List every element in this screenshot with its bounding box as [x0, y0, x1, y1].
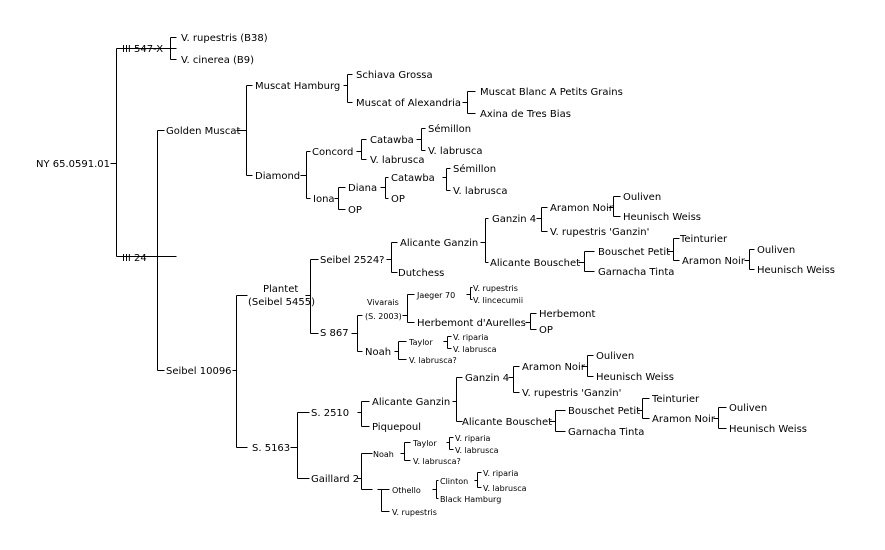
node-semillon-2: Sémillon: [453, 163, 496, 175]
node-aramon-noir-4: Aramon Noir: [652, 414, 716, 425]
node-labrusca-2: V. labrusca: [370, 155, 424, 166]
node-op-1: OP: [391, 194, 405, 205]
node-catawba-1: Catawba: [370, 135, 414, 146]
node-labrusca-5: V. labrusca: [455, 446, 499, 455]
node-diamond: Diamond: [255, 171, 300, 182]
node-jaeger70: Jaeger 70: [416, 291, 455, 300]
node-labrusca-6: V. labrusca: [483, 484, 527, 493]
node-aramon-noir-2: Aramon Noir: [682, 256, 746, 267]
node-ouliven-2: Ouliven: [757, 245, 795, 256]
node-piquepoul: Piquepoul: [372, 422, 421, 433]
node-noah-1: Noah: [365, 347, 391, 358]
node-taylor-1: Taylor: [408, 338, 433, 347]
node-ouliven-3: Ouliven: [596, 351, 634, 362]
node-ouliven-4: Ouliven: [729, 403, 767, 414]
node-ouliven-1: Ouliven: [623, 192, 661, 203]
node-muscat-blanc: Muscat Blanc A Petits Grains: [480, 87, 623, 98]
node-labrusca-q-1: V. labrusca?: [409, 356, 457, 365]
node-catawba-2: Catawba: [391, 173, 435, 184]
tree-connectors: [110, 37, 755, 512]
node-rupestris-b38: V. rupestris (B38): [181, 33, 268, 44]
node-alicante-bouschet-1: Alicante Bouschet: [490, 258, 580, 269]
tree-labels: NY 65.0591.01 III 547-X V. rupestris (B3…: [36, 33, 835, 517]
node-s2510: S. 2510: [311, 408, 349, 419]
node-garnacha-1: Garnacha Tinta: [598, 267, 674, 278]
node-clinton: Clinton: [440, 477, 468, 486]
node-root: NY 65.0591.01: [36, 159, 110, 170]
node-rupestris-2: V. rupestris: [473, 284, 518, 293]
node-teinturier-2: Teinturier: [651, 394, 700, 405]
node-herbemont-aurelles: Herbemont d'Aurelles: [417, 318, 526, 329]
node-diana: Diana: [348, 183, 377, 194]
node-othello: Othello: [392, 486, 421, 495]
node-s5163: S. 5163: [252, 443, 290, 454]
node-op-3: OP: [539, 325, 553, 336]
node-labrusca-q-2: V. labrusca?: [413, 457, 461, 466]
node-rupestris-3: V. rupestris: [392, 508, 437, 517]
node-concord: Concord: [312, 147, 353, 158]
node-taylor-2: Taylor: [412, 439, 437, 448]
node-vivarais-subtitle: (S. 2003): [365, 312, 402, 321]
node-dutchess: Dutchess: [398, 268, 444, 279]
node-muscat-alexandria: Muscat of Alexandria: [356, 98, 461, 109]
node-herbemont: Herbemont: [539, 309, 595, 320]
node-iii547x: III 547-X: [122, 44, 163, 55]
node-op-2: OP: [348, 205, 362, 216]
node-lincecumii: V. lincecumii: [473, 296, 523, 305]
node-alicante-ganzin-1: Alicante Ganzin: [400, 238, 478, 249]
node-s867: S 867: [320, 328, 349, 339]
node-teinturier-1: Teinturier: [679, 234, 728, 245]
node-axina: Axina de Tres Bias: [480, 109, 571, 120]
node-alicante-ganzin-2: Alicante Ganzin: [372, 397, 450, 408]
node-ganzin4-1: Ganzin 4: [492, 214, 536, 225]
node-riparia-3: V. riparia: [483, 469, 519, 478]
node-riparia-2: V. riparia: [455, 434, 491, 443]
node-labrusca-4: V. labrusca: [453, 345, 497, 354]
node-cinerea-b9: V. cinerea (B9): [181, 55, 254, 66]
node-heunisch-3: Heunisch Weiss: [596, 372, 674, 383]
node-iii24: III 24: [122, 253, 147, 264]
node-plantet-subtitle: (Seibel 5455): [248, 297, 315, 308]
node-aramon-noir-1: Aramon Noir: [550, 203, 614, 214]
node-heunisch-2: Heunisch Weiss: [757, 265, 835, 276]
node-seibel-10096: Seibel 10096: [166, 366, 232, 377]
node-heunisch-1: Heunisch Weiss: [623, 212, 701, 223]
node-garnacha-2: Garnacha Tinta: [568, 427, 644, 438]
node-gaillard2: Gaillard 2: [311, 474, 359, 485]
node-schiava-grossa: Schiava Grossa: [356, 70, 433, 81]
node-rupestris-ganzin-1: V. rupestris 'Ganzin': [550, 227, 649, 238]
node-muscat-hamburg: Muscat Hamburg: [255, 81, 340, 92]
node-golden-muscat: Golden Muscat: [166, 126, 240, 137]
node-iona: Iona: [313, 194, 335, 205]
node-labrusca-1: V. labrusca: [428, 146, 482, 157]
node-semillon-1: Sémillon: [428, 123, 471, 135]
node-bouschet-petit-2: Bouschet Petit: [568, 406, 640, 417]
node-heunisch-4: Heunisch Weiss: [729, 424, 807, 435]
node-vivarais: Vivarais: [367, 298, 399, 307]
node-plantet: Plantet: [263, 284, 298, 295]
node-noah-2: Noah: [373, 450, 394, 459]
node-alicante-bouschet-2: Alicante Bouschet: [462, 417, 552, 428]
node-aramon-noir-3: Aramon Noir: [522, 362, 586, 373]
node-bouschet-petit-1: Bouschet Petit: [598, 247, 670, 258]
node-black-hamburg: Black Hamburg: [440, 495, 501, 504]
node-labrusca-3: V. labrusca: [453, 186, 507, 197]
node-seibel-2524: Seibel 2524?: [320, 255, 385, 266]
node-rupestris-ganzin-2: V. rupestris 'Ganzin': [522, 388, 621, 399]
node-ganzin4-2: Ganzin 4: [465, 373, 509, 384]
node-riparia-1: V. riparia: [453, 333, 489, 342]
